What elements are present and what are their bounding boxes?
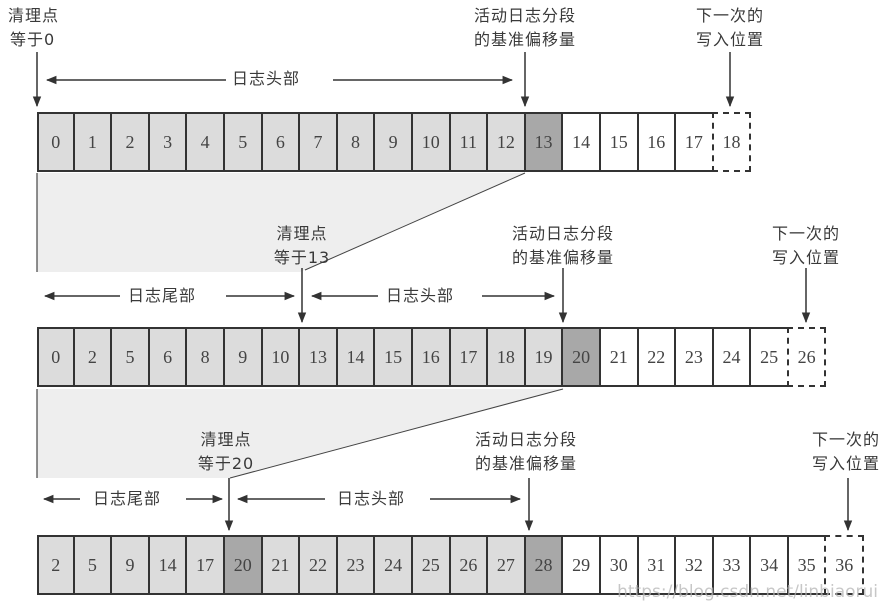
message-cell: 16 <box>636 112 677 172</box>
message-cell: 23 <box>335 535 376 595</box>
message-cell: 15 <box>373 327 413 387</box>
next-write-cell: 26 <box>786 327 827 387</box>
message-cell: 8 <box>335 112 376 172</box>
message-cell: 27 <box>486 535 526 595</box>
log-head-label-2: 日志头部 <box>386 286 455 305</box>
cleaner-point-label-3: 清理点 等于20 <box>197 430 255 473</box>
message-cell: 25 <box>749 327 789 387</box>
compaction-shade-2 <box>37 389 563 478</box>
cleaner-point-label-2: 清理点 等于13 <box>273 224 331 267</box>
message-cell: 8 <box>185 327 225 387</box>
message-cell: 26 <box>448 535 489 595</box>
message-cell: 22 <box>298 535 338 595</box>
message-cell: 14 <box>561 112 601 172</box>
log-tail-label-2: 日志尾部 <box>128 286 197 305</box>
message-cell: 14 <box>335 327 376 387</box>
message-cell: 2 <box>72 327 113 387</box>
active-segment-label-3: 活动日志分段 的基准偏移量 <box>474 430 578 473</box>
message-cell: 9 <box>373 112 413 172</box>
base-offset-cell: 13 <box>523 112 564 172</box>
message-cell: 31 <box>636 535 677 595</box>
base-offset-cell: 20 <box>222 535 263 595</box>
message-cell: 25 <box>410 535 451 595</box>
base-offset-cell: 20 <box>561 327 601 387</box>
watermark: https://blog.csdn.net/linbiaorui <box>617 582 878 602</box>
message-cell: 10 <box>410 112 451 172</box>
message-cell: 21 <box>260 535 301 595</box>
message-cell: 5 <box>72 535 113 595</box>
message-cell: 0 <box>37 112 75 172</box>
message-cell: 6 <box>260 112 301 172</box>
message-cell: 17 <box>448 327 489 387</box>
message-cell: 10 <box>260 327 301 387</box>
next-write-label-2: 下一次的 写入位置 <box>771 224 841 267</box>
message-cell: 21 <box>598 327 639 387</box>
next-write-label-3: 下一次的 写入位置 <box>811 430 881 473</box>
log-tail-label-3: 日志尾部 <box>93 489 162 508</box>
message-cell: 0 <box>37 327 75 387</box>
message-cell: 9 <box>222 327 263 387</box>
message-cell: 5 <box>222 112 263 172</box>
message-cell: 16 <box>410 327 451 387</box>
message-cell: 1 <box>72 112 113 172</box>
message-cell: 14 <box>147 535 188 595</box>
log-head-label-3: 日志头部 <box>337 489 406 508</box>
message-cell: 2 <box>37 535 75 595</box>
next-write-label-1: 下一次的 写入位置 <box>695 6 765 49</box>
message-cell: 33 <box>711 535 752 595</box>
active-segment-label-2: 活动日志分段 的基准偏移量 <box>511 224 615 267</box>
message-cell: 11 <box>448 112 489 172</box>
message-cell: 3 <box>147 112 188 172</box>
message-cell: 22 <box>636 327 677 387</box>
cleaner-point-label-1: 清理点 等于0 <box>8 6 60 49</box>
log-head-label-1: 日志头部 <box>232 69 301 88</box>
message-cell: 2 <box>110 112 150 172</box>
message-cell: 24 <box>373 535 413 595</box>
message-cell: 24 <box>711 327 752 387</box>
message-cell: 12 <box>486 112 526 172</box>
message-cell: 23 <box>674 327 714 387</box>
message-cell: 13 <box>298 327 338 387</box>
message-cell: 5 <box>110 327 150 387</box>
compaction-shade-1 <box>37 173 525 272</box>
message-cell: 9 <box>110 535 150 595</box>
message-cell: 15 <box>598 112 639 172</box>
message-cell: 19 <box>523 327 564 387</box>
base-offset-cell: 28 <box>523 535 564 595</box>
message-cell: 18 <box>486 327 526 387</box>
message-cell: 6 <box>147 327 188 387</box>
message-cell: 17 <box>674 112 714 172</box>
message-cell: 4 <box>185 112 225 172</box>
active-segment-label-1: 活动日志分段 的基准偏移量 <box>473 6 577 49</box>
next-write-cell: 36 <box>824 535 865 595</box>
message-cell: 7 <box>298 112 338 172</box>
message-cell: 32 <box>674 535 714 595</box>
message-cell: 17 <box>185 535 225 595</box>
next-write-cell: 18 <box>711 112 752 172</box>
message-cell: 29 <box>561 535 601 595</box>
